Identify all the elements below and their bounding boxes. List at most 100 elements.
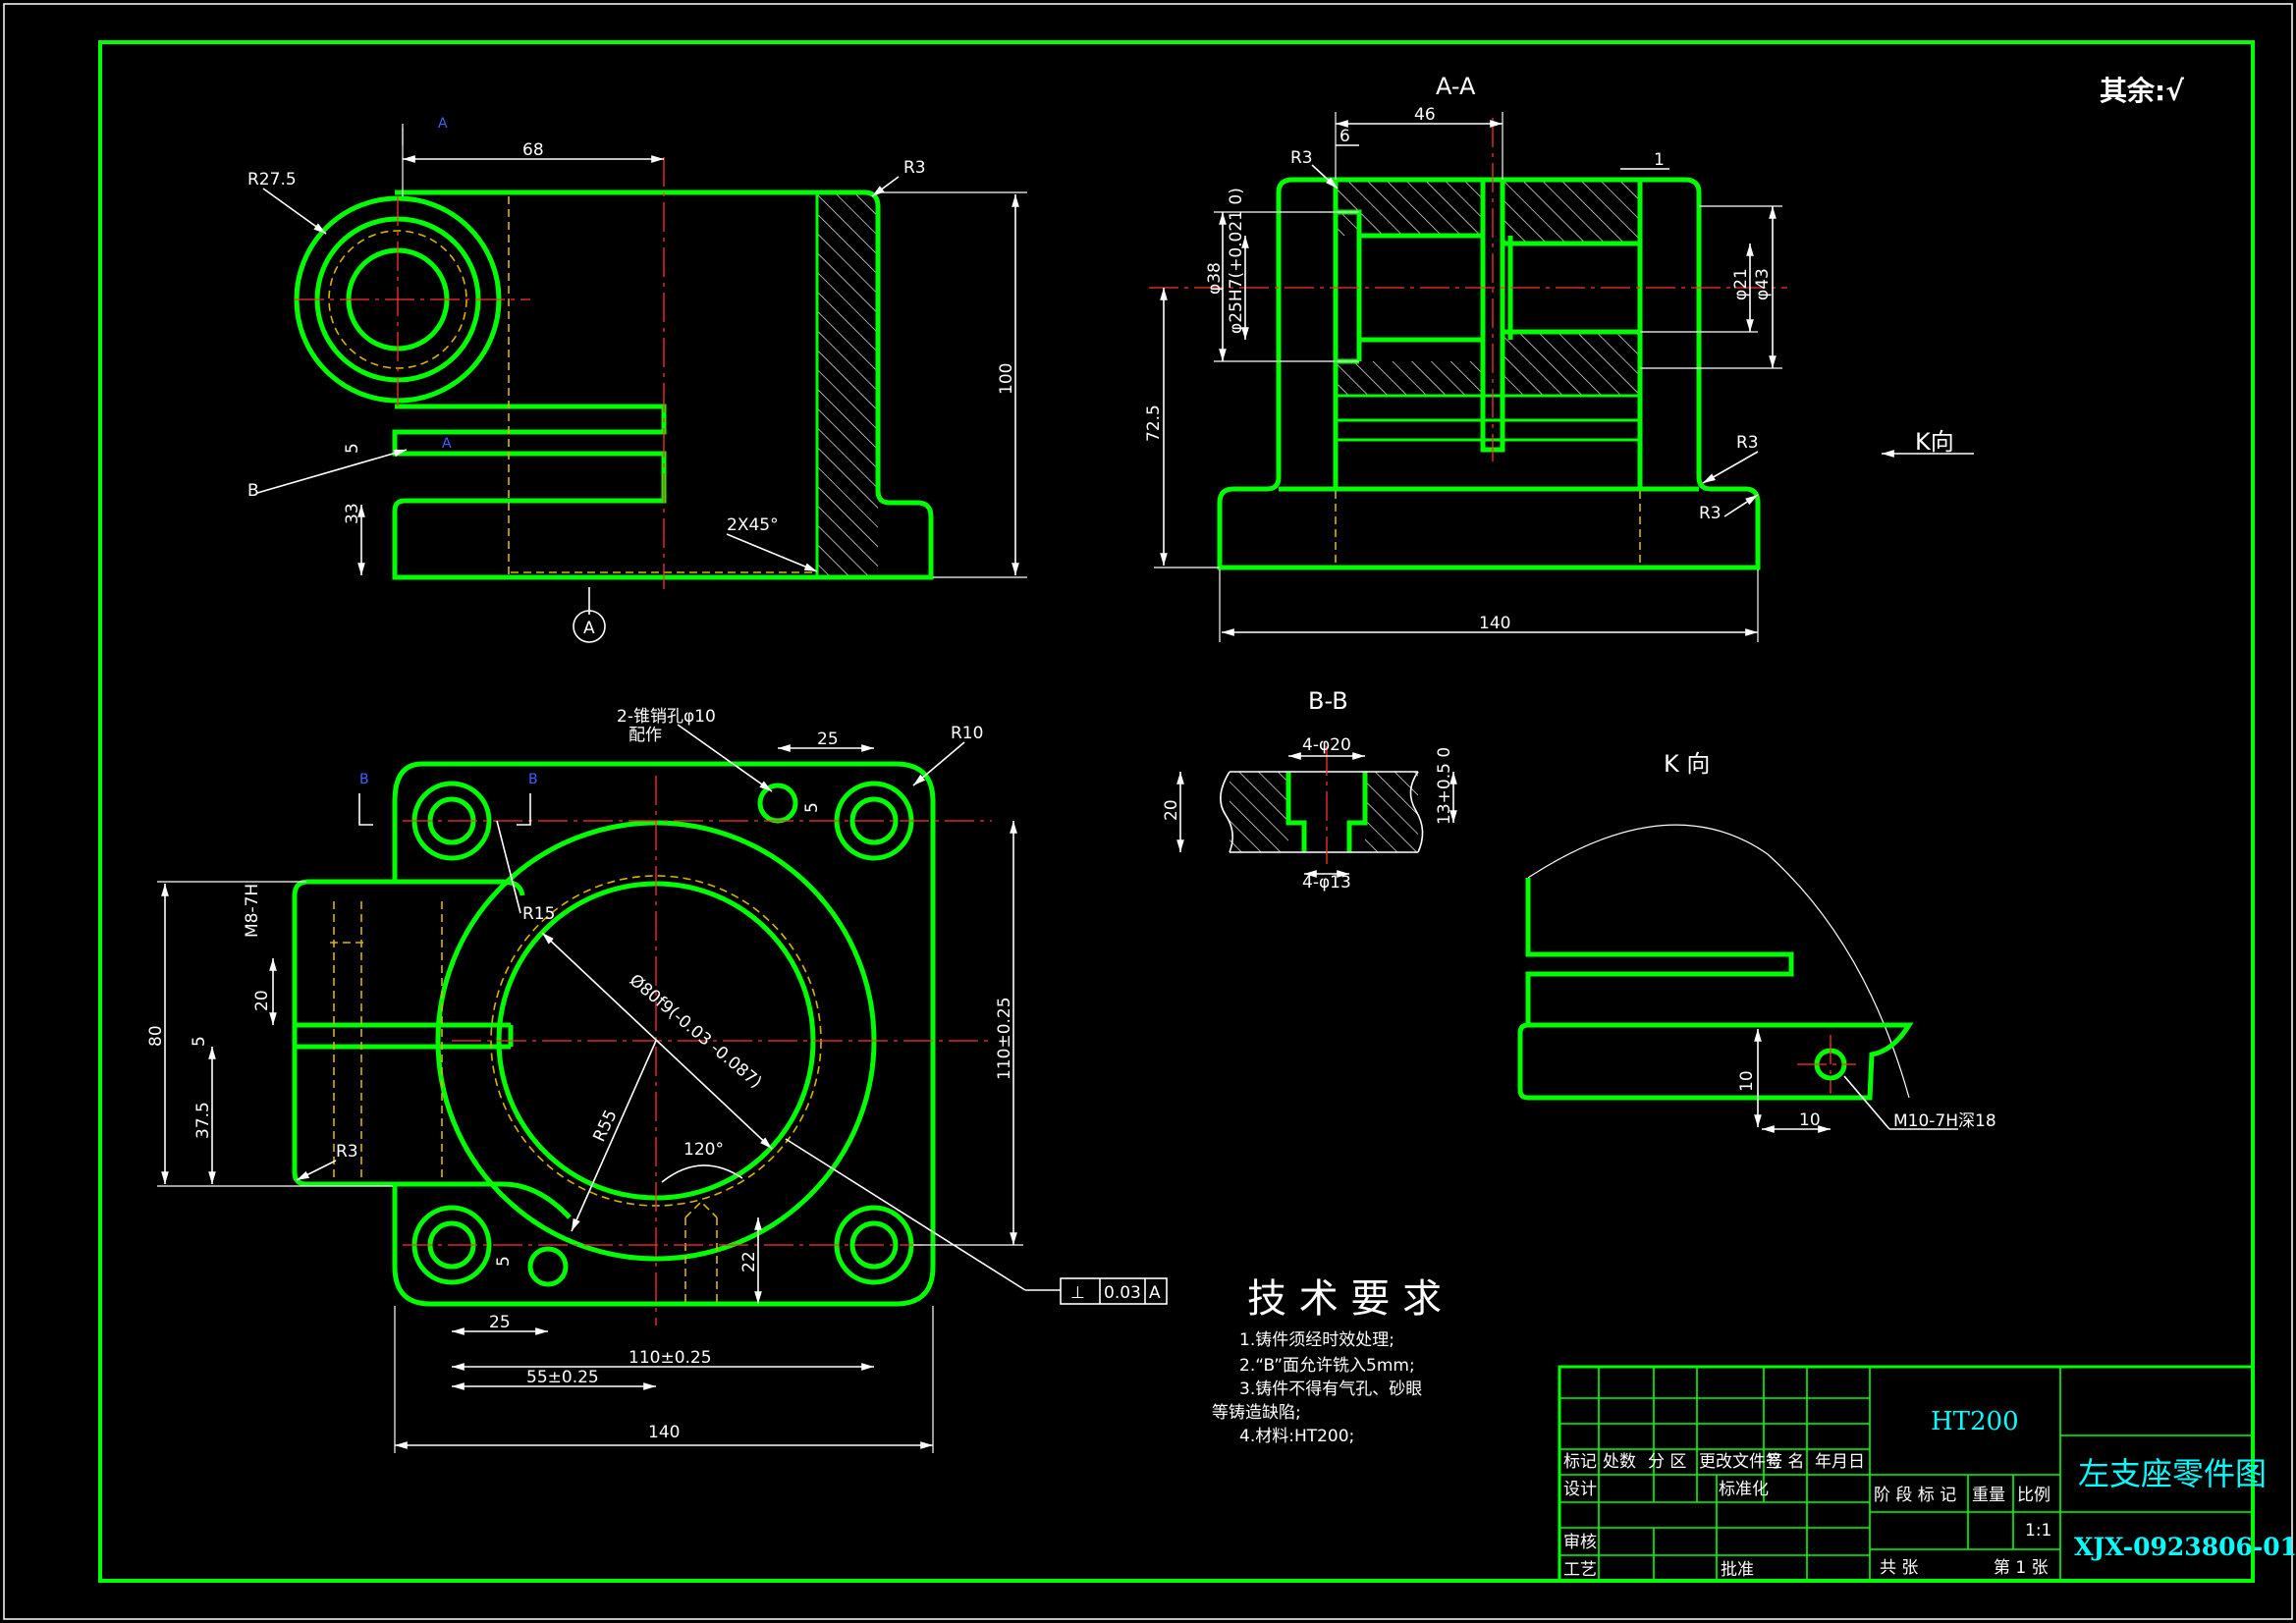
tech-title: 技 术 要 求 — [1247, 1276, 1442, 1322]
plan-m8: M8-7H — [243, 884, 262, 938]
tb-hdr-1: 处数 — [1603, 1452, 1636, 1472]
plan-lug — [395, 1181, 572, 1219]
plan-pin-note-2: 配作 — [629, 726, 662, 745]
bb-break-right — [1409, 771, 1424, 853]
label-b-leader — [256, 449, 408, 494]
aa-dim-6: 6 — [1339, 127, 1350, 146]
plan-angle-120: 120° — [683, 1140, 724, 1160]
outer-frame — [3, 3, 2293, 1620]
plan-hidden-screw — [330, 901, 443, 1178]
plan-r55-line — [571, 1040, 657, 1232]
aa-dim-46: 46 — [1414, 105, 1436, 125]
view-a-label: A — [583, 619, 595, 638]
tb-scale: 1:1 — [2025, 1521, 2051, 1541]
tb-stage: 阶 段 标 记 — [1874, 1486, 1956, 1505]
aa-r3b-leader — [1702, 451, 1759, 484]
dim-33: 33 — [343, 503, 362, 524]
tb-design: 设计 — [1563, 1480, 1597, 1499]
view-k: K 向 10 10 M10-7H深18 — [1517, 750, 1996, 1133]
pin-hole-top — [757, 783, 798, 824]
bb-profile — [1285, 772, 1368, 852]
tb-process: 工艺 — [1563, 1560, 1597, 1580]
hole-br-inner — [849, 1220, 899, 1270]
view-a-circle — [573, 610, 606, 643]
aa-dim-43: φ43 — [1753, 268, 1773, 300]
tech-item-2: 2.“B”面允许铣入5mm; — [1239, 1356, 1415, 1376]
tol-ref: A — [1149, 1283, 1161, 1303]
aa-dim-38: φ38 — [1205, 262, 1225, 295]
drawing-border — [98, 40, 2255, 1583]
tb-sheet-no: 第 1 张 — [1994, 1558, 2049, 1578]
bb-dim-20: 20 — [1162, 799, 1181, 821]
tb-standard: 标准化 — [1719, 1480, 1769, 1499]
plan-dim-80: 80 — [146, 1025, 166, 1047]
view-k-title: K 向 — [1664, 750, 1710, 778]
plan-dim-25top: 25 — [817, 730, 839, 749]
hole-tr-inner — [849, 796, 899, 845]
tol-frame — [1060, 1277, 1168, 1305]
roughness-note: 其余:√ — [2100, 75, 2184, 107]
dim-chamfer: 2X45° — [727, 515, 779, 535]
tol-value: 0.03 — [1104, 1283, 1141, 1303]
tb-review: 审核 — [1563, 1533, 1597, 1552]
bb-hatch-right — [1365, 772, 1418, 852]
plan-dim-25b: 25 — [489, 1313, 511, 1332]
tech-item-1: 1.铸件须经时效处理; — [1239, 1330, 1394, 1350]
plan-pin-note-1: 2-锥销孔φ10 — [617, 707, 716, 727]
tb-sheets-total: 共 张 — [1880, 1558, 1918, 1578]
plan-dim-5b: 5 — [190, 1036, 209, 1047]
k-outline — [1517, 878, 1914, 1101]
section-b-mark-left — [358, 793, 373, 826]
aa-dim-r3c: R3 — [1699, 504, 1722, 523]
dim-r275: R27.5 — [247, 170, 297, 189]
tech-item-5: 4.材料:HT200; — [1239, 1427, 1354, 1446]
plan-pin-leader — [677, 724, 773, 792]
plan-dim-r55: R55 — [589, 1107, 621, 1145]
plan-dim-110v: 110±0.25 — [995, 997, 1014, 1080]
aa-dim-21: φ21 — [1731, 268, 1751, 300]
k-note-leader — [1843, 1075, 1890, 1130]
plan-bore-dia-line — [541, 932, 773, 1150]
tech-item-4: 等铸造缺陷; — [1212, 1403, 1301, 1423]
plan-dim-20: 20 — [252, 990, 272, 1011]
section-a-mid: A — [442, 436, 452, 452]
plan-dim-110h: 110±0.25 — [629, 1348, 712, 1368]
plan-dim-55: 55±0.25 — [526, 1368, 599, 1387]
bb-dim-20a: 4-φ20 — [1302, 735, 1351, 755]
plan-arm — [395, 879, 525, 896]
tb-hdr-0: 标记 — [1563, 1452, 1597, 1472]
bb-break-left — [1220, 771, 1233, 853]
aa-dim-140: 140 — [1479, 614, 1510, 633]
plan-outline — [292, 761, 936, 1307]
aa-dim-725: 72.5 — [1144, 405, 1164, 442]
tol-symbol: ⊥ — [1070, 1283, 1085, 1303]
plan-dim-5a: 5 — [802, 802, 822, 813]
tech-requirements: 技 术 要 求 1.铸件须经时效处理; 2.“B”面允许铣入5mm; 3.铸件不… — [1212, 1276, 1442, 1446]
front-view: 68 R27.5 R3 100 33 5 B 2X45° A A A — [247, 116, 1027, 643]
dim-5-front: 5 — [343, 443, 362, 454]
section-aa-title: A-A — [1436, 73, 1476, 100]
tb-part-name: 左支座零件图 — [2078, 1455, 2267, 1492]
tb-scale-label: 比例 — [2017, 1486, 2050, 1505]
plan-dim-375: 37.5 — [193, 1102, 213, 1139]
tb-hdr-4: 签 名 — [1766, 1452, 1804, 1472]
bb-hatch-left — [1230, 772, 1288, 852]
front-outline — [392, 189, 934, 580]
plan-dim-140: 140 — [648, 1423, 680, 1442]
section-aa-view: A-A 46 6 1 R3 R3 R3 φ3 — [1144, 73, 1974, 642]
section-b-right: B — [528, 772, 538, 787]
tb-weight: 重量 — [1972, 1486, 2005, 1505]
label-b: B — [247, 481, 259, 501]
section-bb-view: B-B 4-φ20 4-φ13 20 13+0.5 0 — [1162, 687, 1457, 893]
aa-dim-25: φ25H7(+0.021 0) — [1227, 188, 1246, 334]
bb-dim-13: 13+0.5 0 — [1435, 747, 1454, 825]
tb-drawing-no: XJX-0923806-01 — [2074, 1533, 2296, 1561]
section-b-left: B — [359, 772, 369, 787]
dim-r275-leader — [262, 188, 327, 235]
k-dim-10b: 10 — [1799, 1110, 1821, 1130]
plan-hidden-tap — [684, 1200, 718, 1306]
pin-hole-bottom — [527, 1246, 569, 1287]
dim-r3-leader — [871, 176, 900, 197]
plan-dim-r3: R3 — [336, 1142, 358, 1162]
